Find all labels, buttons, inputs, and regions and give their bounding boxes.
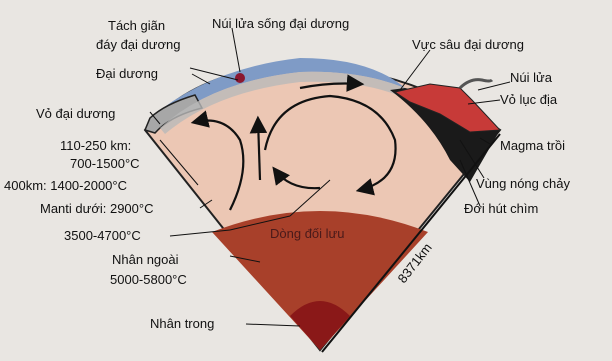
rift-label-line1: Tách giãn xyxy=(108,18,165,33)
rift-label-line2: đáy đại dương xyxy=(96,37,180,52)
oceanic-crust-label: Vỏ đại dương xyxy=(36,106,115,121)
ocean-label: Đại dương xyxy=(96,66,158,81)
continental-crust-label: Vỏ lục địa xyxy=(500,92,558,107)
volcano-label: Núi lửa xyxy=(510,70,553,85)
outer-core-label-line2: 5000-5800°C xyxy=(110,272,187,287)
depth1-label: 110-250 km: xyxy=(60,138,131,153)
temp-range-label: 3500-4700°C xyxy=(64,228,141,243)
depth2-label: 400km: 1400-2000°C xyxy=(4,178,127,193)
volcano-plume xyxy=(460,80,492,88)
trench-label: Vực sâu đại dương xyxy=(412,37,524,52)
outer-core-label-line1: Nhân ngoài xyxy=(112,252,179,267)
magma-label: Magma trồi xyxy=(500,138,565,153)
convection-label: Dòng đối lưu xyxy=(270,226,344,241)
temp1-label: 700-1500°C xyxy=(70,156,140,171)
lower-mantle-label: Manti dưới: 2900°C xyxy=(40,201,153,216)
subduction-label: Đới hút chìm xyxy=(464,201,538,216)
mid-ocean-volcano-marker xyxy=(235,73,245,83)
inner-core-label: Nhân trong xyxy=(150,316,214,331)
mid-ocean-volcano-label: Núi lửa sống đại dương xyxy=(212,16,349,31)
melt-zone-label: Vùng nóng chảy xyxy=(476,176,570,191)
